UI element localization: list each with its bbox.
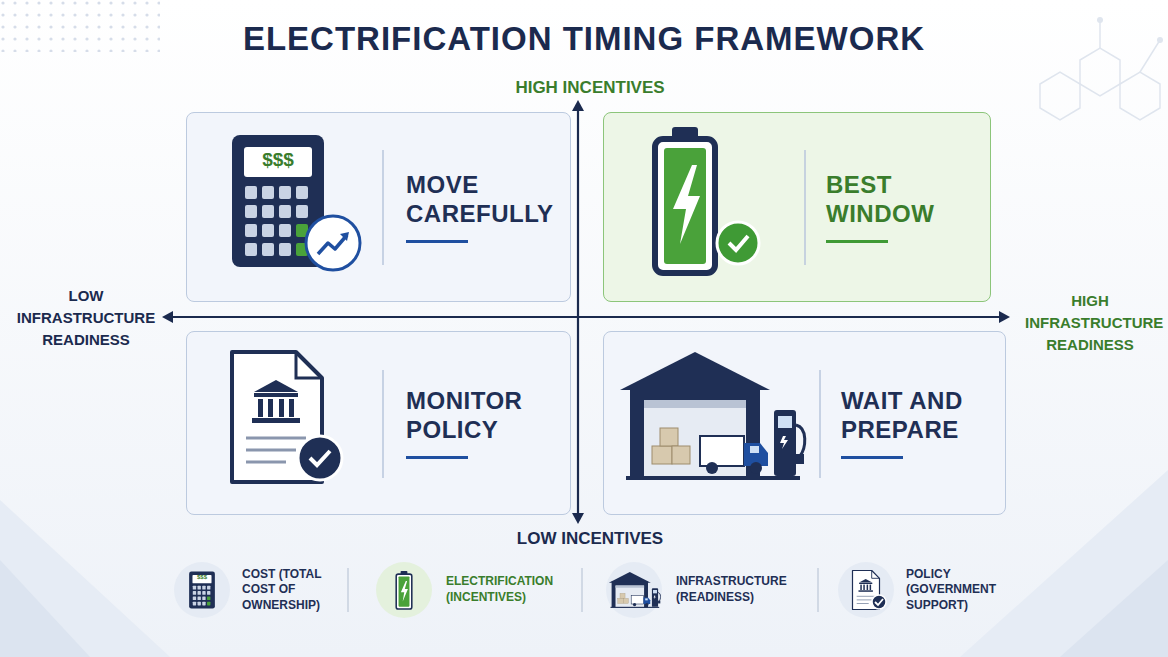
screen-text: $$$ bbox=[246, 150, 310, 169]
legend-text: ELECTRIFICATION (INCENTIVES) bbox=[446, 574, 576, 605]
legend-icons bbox=[174, 562, 894, 618]
quadrant-label: WAIT AND PREPARE bbox=[841, 387, 991, 445]
accent-bar bbox=[841, 456, 903, 459]
accent-bar bbox=[406, 240, 468, 243]
battery-icon bbox=[655, 127, 715, 273]
axis-label: LOW INFRASTRUCTURE READINESS bbox=[11, 285, 161, 350]
accent-bar bbox=[406, 456, 468, 459]
axis-label: HIGH INFRASTRUCTURE READINESS bbox=[1025, 290, 1155, 355]
legend-text: POLICY (GOVERNMENT SUPPORT) bbox=[906, 567, 1016, 614]
legend-text: COST (TOTAL COST OF OWNERSHIP) bbox=[242, 567, 342, 614]
quadrant-label: MOVE CAREFULLY bbox=[406, 171, 556, 229]
screen-text: $$$ bbox=[190, 574, 214, 580]
axis-label: LOW INCENTIVES bbox=[480, 527, 700, 552]
quadrant-label: MONITOR POLICY bbox=[406, 387, 556, 445]
axis-label: HIGH INCENTIVES bbox=[480, 76, 700, 101]
trend-icon bbox=[306, 216, 360, 270]
title: ELECTRIFICATION TIMING FRAMEWORK bbox=[0, 20, 1168, 58]
warehouse-icon bbox=[620, 352, 805, 480]
quadrant-label: BEST WINDOW bbox=[826, 171, 976, 229]
accent-bar bbox=[826, 240, 888, 243]
axis bbox=[162, 100, 1010, 524]
legend-text: INFRASTRUCTURE (READINESS) bbox=[676, 574, 806, 605]
